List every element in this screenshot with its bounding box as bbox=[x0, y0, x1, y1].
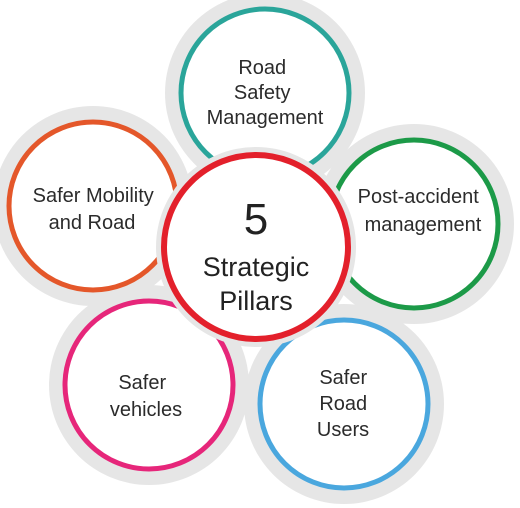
svg-text:Road Safety Manage: Road Safety Management bbox=[207, 57, 324, 129]
svg-text:Post-accident management: Post-accident management bbox=[358, 186, 485, 236]
pillar-label-line: Users bbox=[317, 419, 369, 441]
pillar-circle bbox=[257, 317, 431, 491]
pillar-label-line: Road bbox=[319, 393, 367, 415]
pillar-label-line: Safer bbox=[118, 372, 166, 394]
center-label-line-1: Strategic bbox=[203, 252, 310, 282]
center-number: 5 bbox=[244, 195, 268, 244]
pillar-post-accident-management: Post-accident management bbox=[327, 137, 501, 311]
center-label-line-2: Pillars bbox=[219, 286, 293, 316]
pillar-label-line: Safer bbox=[319, 367, 367, 389]
pillar-label-line: Safety bbox=[234, 82, 291, 104]
pillar-safer-vehicles: Safer vehicles bbox=[62, 298, 236, 472]
pillar-label-line: and Road bbox=[49, 212, 136, 234]
pillar-label-line: Management bbox=[207, 107, 324, 129]
pillar-label-line: Post-accident bbox=[358, 186, 480, 208]
pillar-safer-road-users: Safer Road Users bbox=[257, 317, 431, 491]
pillar-label-line: Road bbox=[238, 57, 286, 79]
center-hub: 5 Strategic Pillars bbox=[156, 147, 356, 347]
svg-text:Safer Mobility and Road: Safer Mobility and Road bbox=[33, 185, 160, 234]
center-circle bbox=[161, 152, 351, 342]
pillar-safer-mobility-and-road: Safer Mobility and Road bbox=[6, 119, 180, 293]
pillar-label-line: management bbox=[365, 214, 482, 236]
pillar-circle bbox=[62, 298, 236, 472]
svg-text:Safer vehicles: Safer vehicles bbox=[110, 372, 182, 421]
pillar-label-line: vehicles bbox=[110, 399, 182, 421]
svg-text:Safer Road Users: Safer Road Users bbox=[317, 367, 373, 441]
pillar-label-line: Safer Mobility bbox=[33, 185, 154, 207]
